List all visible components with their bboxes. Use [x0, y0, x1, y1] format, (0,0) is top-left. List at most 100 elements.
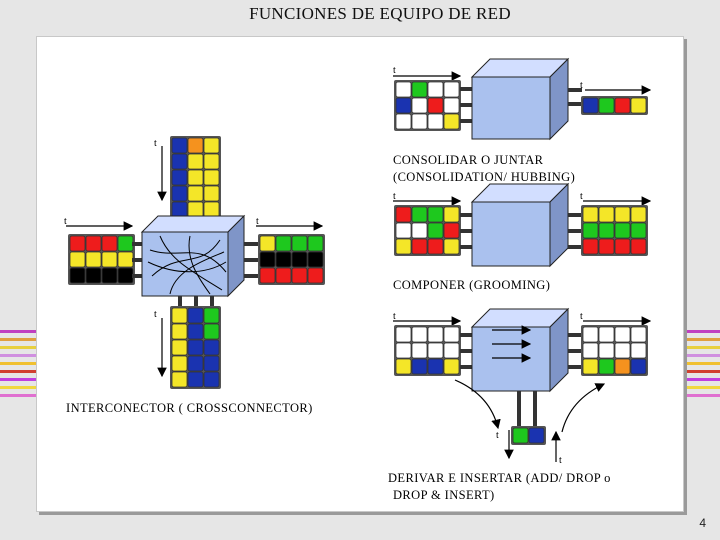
- adddrop-input-grid-cell: [411, 358, 428, 375]
- adddrop-input-grid-cell: [395, 342, 412, 359]
- crossconnect-label: INTERCONECTOR ( CROSSCONNECTOR): [66, 401, 313, 415]
- time-label: t: [154, 309, 157, 320]
- xc-cube-top: [140, 215, 246, 233]
- adddrop-input-grid-cell: [395, 326, 412, 343]
- xc-top-input-grid-cell: [171, 185, 188, 202]
- consolidate-input-grid-cell: [411, 113, 428, 130]
- adddrop-output-grid-cell: [614, 326, 631, 343]
- xc-left-input-grid-cell: [85, 267, 102, 284]
- grooming-output-grid-cell: [598, 222, 615, 239]
- xc-left-input-grid-cell: [85, 251, 102, 268]
- xc-bottom-output-grid-cell: [171, 307, 188, 324]
- xc-top-input-grid-cell: [187, 201, 204, 218]
- time-label: t: [154, 138, 157, 149]
- grooming-output-grid-cell: [614, 206, 631, 223]
- xc-switch-path: [147, 261, 227, 273]
- xc-bottom-output-grid-cell: [171, 339, 188, 356]
- connector-stub: [460, 103, 472, 107]
- grooming-output-grid-cell: [582, 222, 599, 239]
- xc-bottom-output-grid-cell: [203, 307, 220, 324]
- connector-stub: [460, 333, 472, 337]
- insert-curve-arrow: [561, 383, 606, 433]
- xc-bottom-output-grid-cell: [187, 339, 204, 356]
- connector-stub: [460, 229, 472, 233]
- consolidate-input-grid-cell: [427, 97, 444, 114]
- xc-right-output-grid-cell: [275, 235, 292, 252]
- xc-top-input-grid-cell: [203, 185, 220, 202]
- xc-left-input-grid-cell: [101, 251, 118, 268]
- grooming-output-grid-cell: [630, 238, 647, 255]
- grooming-input-grid-cell: [395, 238, 412, 255]
- connector-stub: [178, 296, 182, 308]
- xc-right-output-grid-cell: [307, 235, 324, 252]
- xc-left-input-grid-cell: [101, 267, 118, 284]
- xc-left-input-grid-cell: [69, 267, 86, 284]
- connector-stub: [460, 87, 472, 91]
- time-label: t: [580, 191, 583, 202]
- xc-right-output-grid-cell: [259, 235, 276, 252]
- xc-top-input-grid-cell: [203, 137, 220, 154]
- xc-right-output-grid-cell: [259, 267, 276, 284]
- decorative-stripes-right: [682, 330, 720, 402]
- connector-stub: [460, 349, 472, 353]
- grooming-input-grid-cell: [427, 238, 444, 255]
- adddrop-output-grid-cell: [598, 342, 615, 359]
- xc-bottom-output-grid-cell: [203, 371, 220, 388]
- grooming-input-grid-cell: [395, 222, 412, 239]
- consolidate-label-english: (CONSOLIDATION/ HUBBING): [393, 170, 576, 184]
- consolidate-output-grid-cell: [614, 97, 631, 114]
- adddrop-input-grid-cell: [427, 326, 444, 343]
- xc-right-output-grid-cell: [275, 251, 292, 268]
- connector-stub: [568, 349, 582, 353]
- adddrop-cube-front: [471, 326, 551, 392]
- connector-stub: [568, 102, 582, 106]
- connector-stub: [568, 213, 582, 217]
- grooming-input-grid-cell: [427, 206, 444, 223]
- time-label: t: [393, 311, 396, 322]
- grooming-cube-front: [471, 201, 551, 267]
- xc-switch-path: [151, 239, 221, 277]
- grooming-output-grid-cell: [598, 206, 615, 223]
- adddrop-output-grid-cell: [582, 358, 599, 375]
- consolidate-cube-front: [471, 76, 551, 140]
- connector-stub: [132, 242, 142, 246]
- consolidate-input-grid-cell: [411, 97, 428, 114]
- consolidate-input-grid-cell: [395, 113, 412, 130]
- xc-bottom-output-grid-cell: [187, 323, 204, 340]
- xc-switch-path: [159, 235, 223, 291]
- xc-left-input-grid-cell: [117, 267, 134, 284]
- connector-stub: [568, 333, 582, 337]
- grooming-label: COMPONER (GROOMING): [393, 278, 551, 292]
- consolidate-output-grid-cell: [582, 97, 599, 114]
- connector-stub: [210, 296, 214, 308]
- xc-bottom-output-grid-cell: [203, 355, 220, 372]
- page-number: 4: [699, 516, 706, 530]
- time-label: t: [393, 191, 396, 202]
- xc-right-output-grid-cell: [259, 251, 276, 268]
- adddrop-output-grid-cell: [582, 326, 599, 343]
- adddrop-output-grid-cell: [630, 326, 647, 343]
- xc-bottom-output-grid-cell: [171, 371, 188, 388]
- consolidate-output-grid-cell: [598, 97, 615, 114]
- connector-stub: [517, 391, 521, 427]
- adddrop-input-grid-cell: [443, 358, 460, 375]
- adddrop-input-grid-cell: [427, 342, 444, 359]
- adddrop-label: DERIVAR E INSERTAR (ADD/ DROP o: [388, 471, 611, 485]
- adddrop-label-english: DROP & INSERT): [393, 488, 495, 502]
- xc-top-input-grid-cell: [171, 137, 188, 154]
- connector-stub: [460, 365, 472, 369]
- xc-cube-front: [141, 231, 229, 297]
- xc-switch-path: [169, 251, 225, 295]
- drop-curve-arrow: [454, 379, 501, 430]
- consolidate-input-grid-cell: [411, 81, 428, 98]
- xc-switch-path: [188, 235, 211, 295]
- xc-top-input-grid-cell: [203, 201, 220, 218]
- xc-left-input-grid-cell: [101, 235, 118, 252]
- adddrop-input-grid-cell: [427, 358, 444, 375]
- adddrop-output-grid-cell: [582, 342, 599, 359]
- xc-right-output-grid-cell: [307, 251, 324, 268]
- adddrop-output-grid-cell: [630, 342, 647, 359]
- time-label: t: [580, 80, 583, 91]
- consolidate-input-grid-cell: [427, 113, 444, 130]
